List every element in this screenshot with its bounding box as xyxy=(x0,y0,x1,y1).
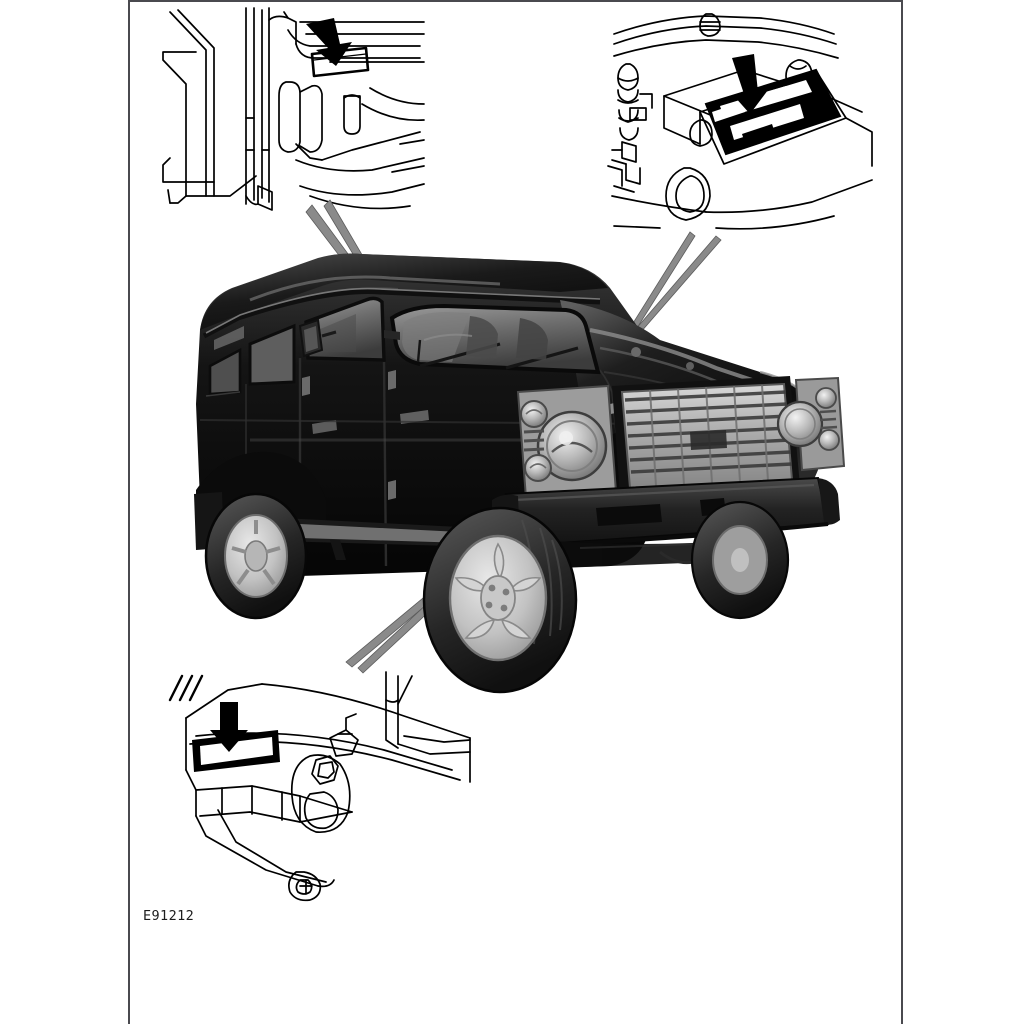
vin-stamping-arrow xyxy=(210,702,248,752)
leader-chassis xyxy=(345,529,511,668)
grille-slats xyxy=(624,390,793,474)
vin-plate-arrow xyxy=(306,18,352,66)
vehicle-glazing xyxy=(208,296,601,396)
wheel-front xyxy=(422,506,578,694)
wheel-rear xyxy=(204,492,308,620)
grille-verticals xyxy=(649,384,769,487)
doors-and-side-panels xyxy=(199,318,665,570)
underbody xyxy=(540,540,760,568)
figure-label: E91212 xyxy=(143,908,195,924)
leader-engine-bay-2 xyxy=(628,235,722,342)
page-frame-left-rule xyxy=(128,0,130,1024)
front-bumper xyxy=(492,476,840,548)
headlamp-cluster-right xyxy=(776,376,846,472)
page-frame-right-rule xyxy=(901,0,903,1024)
leader-door-pillar xyxy=(305,204,405,335)
vin-plate-arrow xyxy=(732,54,768,114)
leader-engine-bay xyxy=(624,231,696,340)
bonnet-and-front-clip xyxy=(560,300,818,500)
headlamp-cluster-left xyxy=(516,384,618,500)
vin-stamping-strip xyxy=(192,730,280,772)
wheel-front-offside xyxy=(690,500,790,620)
vehicle-body xyxy=(196,253,652,576)
wheel-arches-and-sills xyxy=(194,427,752,566)
leader-chassis-2 xyxy=(357,534,507,674)
front-fascia xyxy=(516,376,846,500)
leader-door-pillar-2 xyxy=(323,199,407,333)
vin-data-plate xyxy=(704,68,842,156)
page-frame-top-rule xyxy=(128,0,903,2)
